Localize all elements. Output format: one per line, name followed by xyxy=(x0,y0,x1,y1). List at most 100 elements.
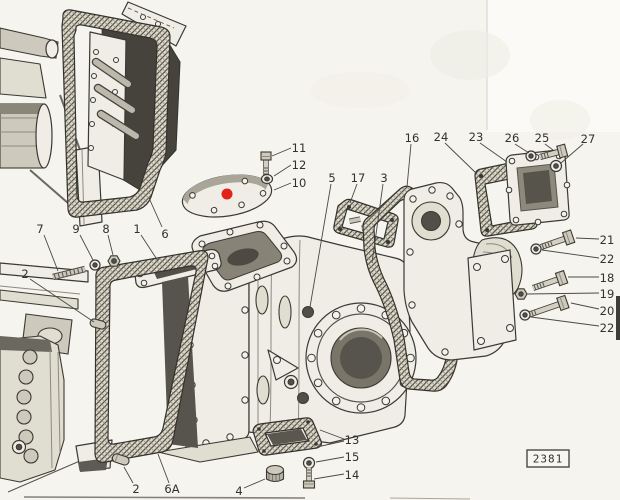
part-bolt-25 xyxy=(539,143,569,160)
callout-leader-19 xyxy=(526,292,600,295)
callout-leader-22 xyxy=(530,316,600,327)
red-marker xyxy=(221,188,233,200)
part-gasket-13 xyxy=(252,417,323,456)
callout-leader-2 xyxy=(123,466,134,484)
callout-16: 16 xyxy=(405,131,420,145)
callout-leader-20 xyxy=(570,302,600,310)
callout-leader-27 xyxy=(560,143,584,164)
callout-leader-15 xyxy=(315,456,345,463)
part-washer-22a xyxy=(530,243,542,255)
callout-leader-3 xyxy=(371,183,384,264)
callout-10: 10 xyxy=(292,176,307,190)
callout-23: 23 xyxy=(469,130,484,144)
part-washer-9 xyxy=(89,259,101,271)
side-mount-flange xyxy=(467,249,517,351)
callout-leader-4 xyxy=(243,478,266,489)
callout-25: 25 xyxy=(535,131,550,145)
callout-27: 27 xyxy=(581,132,596,146)
callout-leader-23 xyxy=(479,142,508,163)
callout-14: 14 xyxy=(345,468,360,482)
callout-3: 3 xyxy=(380,171,387,185)
callout-leader-2 xyxy=(29,278,95,323)
callout-leader-1 xyxy=(140,234,159,262)
callout-20: 20 xyxy=(600,304,615,318)
callout-leader-12 xyxy=(273,164,292,177)
part-washer-19 xyxy=(514,288,528,300)
part-bolt-21 xyxy=(539,229,576,250)
part-main-housing-1 xyxy=(75,220,417,472)
callout-leader-13 xyxy=(316,440,345,448)
part-plug-4 xyxy=(265,464,285,483)
part-gasket-6 xyxy=(61,9,171,218)
plate-number: 2381 xyxy=(533,453,564,466)
part-washer-15 xyxy=(302,456,316,470)
callout-leader-6 xyxy=(148,197,163,228)
plate-number-box: 2381 xyxy=(526,449,570,468)
sump-flange xyxy=(157,436,259,463)
part-dowel-2-lower xyxy=(111,453,130,466)
filler-hole-5 xyxy=(302,306,314,318)
callout-5: 5 xyxy=(328,171,335,185)
callout-leader-5 xyxy=(309,183,332,308)
callout-leader-11 xyxy=(271,147,292,157)
callout-12: 12 xyxy=(292,158,307,172)
callout-26: 26 xyxy=(505,131,520,145)
part-bolt-14 xyxy=(302,468,316,489)
callout-6A: 6A xyxy=(164,482,179,496)
callout-22: 22 xyxy=(600,321,615,335)
part-gasket-6a xyxy=(94,250,209,463)
callout-leader-26 xyxy=(514,143,530,154)
scan-artifacts xyxy=(23,296,620,500)
callout-leader-22 xyxy=(541,249,600,259)
callout-1: 1 xyxy=(133,222,140,236)
callout-leader-25 xyxy=(544,143,554,151)
part-washer-27 xyxy=(549,159,563,173)
part-washer-26 xyxy=(525,150,537,162)
callout-2: 2 xyxy=(132,482,139,496)
alignment-dashes xyxy=(127,7,175,29)
part-cover-plate-23 xyxy=(505,149,571,226)
callout-leader-16 xyxy=(406,143,412,188)
callout-22: 22 xyxy=(600,252,615,266)
part-washer-12 xyxy=(260,173,274,185)
inner-cover-plate xyxy=(87,31,127,181)
part-inspection-cover-10 xyxy=(181,174,273,218)
top-opening-flange xyxy=(191,220,298,292)
bell-housing-flange xyxy=(305,302,417,414)
callout-19: 19 xyxy=(600,287,615,301)
callout-leader-9 xyxy=(79,234,94,261)
callout-24: 24 xyxy=(434,130,449,144)
callout-leader-14 xyxy=(313,473,345,480)
callout-leader-13 xyxy=(319,429,345,440)
callout-leader-7 xyxy=(43,234,59,272)
callout-13: 13 xyxy=(345,433,360,447)
callout-4: 4 xyxy=(235,484,242,498)
callout-leader-6A xyxy=(157,453,170,484)
callout-leader-17 xyxy=(349,183,358,204)
callout-17: 17 xyxy=(351,171,366,185)
top-cover-assembly xyxy=(61,1,187,218)
callout-8: 8 xyxy=(102,222,109,236)
callout-21: 21 xyxy=(600,233,615,247)
internal-gear-cluster xyxy=(0,27,103,227)
part-bolt-11 xyxy=(260,151,272,176)
callout-6: 6 xyxy=(161,227,168,241)
part-washer-22b xyxy=(519,309,531,321)
part-dowel-2-upper xyxy=(89,318,107,330)
part-bolt-18 xyxy=(531,269,569,291)
part-nut-8 xyxy=(107,255,121,267)
callout-leader-8 xyxy=(107,234,114,256)
callout-leader-24 xyxy=(444,142,478,175)
callout-leader-10 xyxy=(273,182,292,191)
callout-9: 9 xyxy=(72,222,79,236)
callout-leader-21 xyxy=(575,237,600,240)
brake-drum xyxy=(0,335,97,493)
callout-18: 18 xyxy=(600,271,615,285)
part-stud-7 xyxy=(52,265,86,281)
protruding-studs xyxy=(91,57,141,141)
callout-15: 15 xyxy=(345,450,360,464)
callout-7: 7 xyxy=(36,222,43,236)
